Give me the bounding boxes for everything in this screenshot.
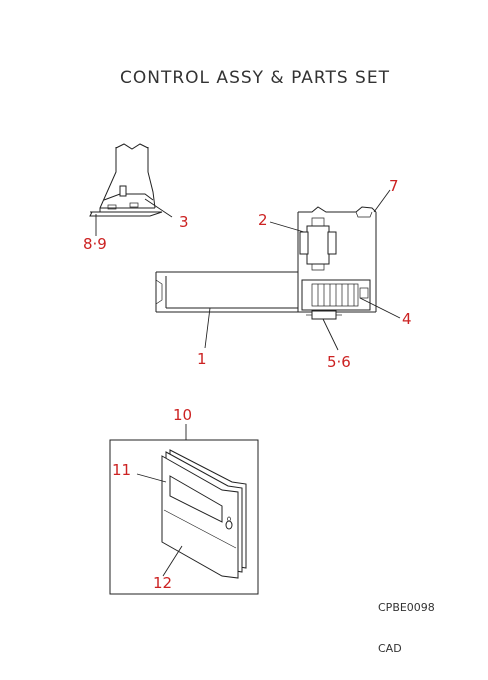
terminal-block-part-4	[301, 279, 371, 311]
diagram-title: CONTROL ASSY & PARTS SET	[120, 68, 390, 88]
callout-5-6: 5·6	[327, 353, 351, 371]
component-part-2	[299, 217, 337, 271]
callout-2: 2	[258, 211, 268, 229]
bracket-assembly-part-3	[89, 143, 163, 217]
leader-lines-1-2-4-56-7	[204, 189, 401, 351]
callout-1: 1	[197, 350, 207, 368]
parts-set-frame-10	[109, 439, 259, 595]
callout-8-9: 8·9	[83, 235, 107, 253]
callout-4: 4	[402, 310, 412, 328]
leader-lines-11-12	[136, 473, 183, 577]
drawing-code: CPBE0098	[378, 601, 435, 614]
fastener-part-5-6	[306, 310, 342, 320]
leader-lines-3-89	[95, 198, 173, 236]
callout-12: 12	[153, 574, 172, 592]
remote-controller	[161, 449, 247, 579]
source-label: CAD	[378, 642, 402, 655]
control-board-part-1	[155, 271, 298, 313]
callout-11: 11	[112, 461, 131, 479]
callout-7: 7	[389, 177, 399, 195]
callout-3: 3	[179, 213, 189, 231]
callout-10: 10	[173, 406, 192, 424]
